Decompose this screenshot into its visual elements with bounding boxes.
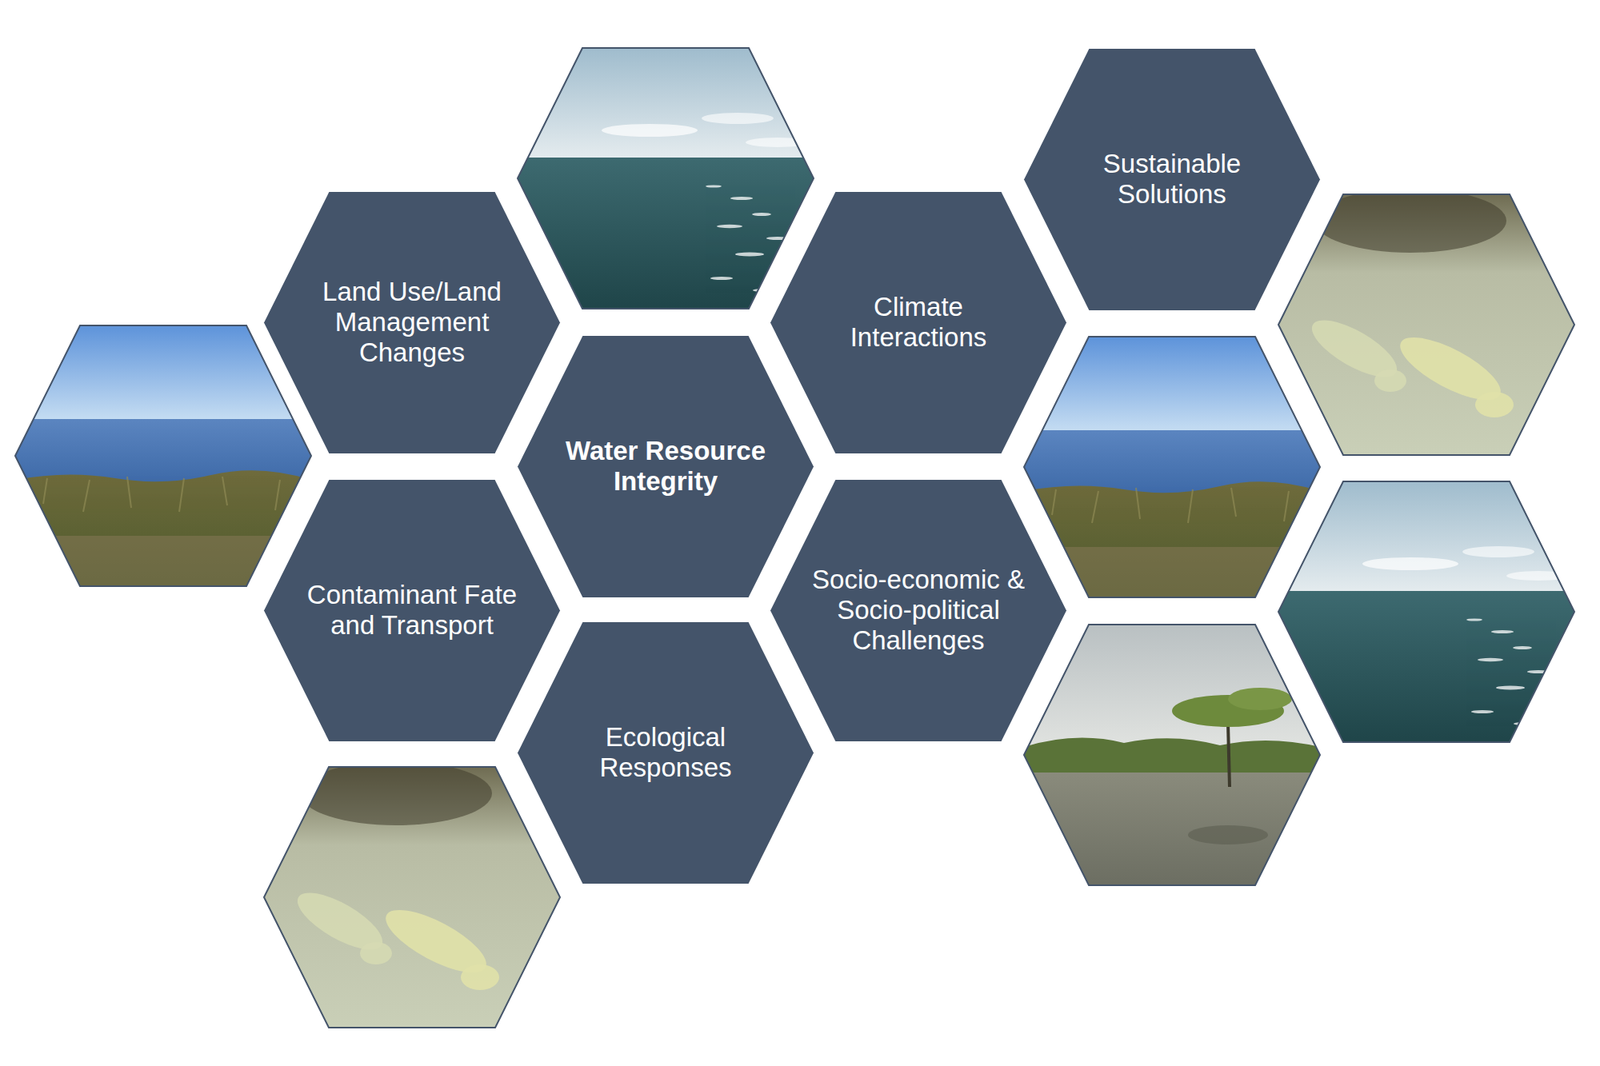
hexagon-fill <box>264 480 560 742</box>
hexagon-label-box: Socio-economic & Socio-political Challen… <box>812 564 1025 656</box>
photo-hexagon <box>517 48 814 309</box>
photo-hexagon <box>1278 188 1575 456</box>
photo-hexagon <box>264 761 560 1028</box>
topic-label: Socio-economic & Socio-political Challen… <box>812 564 1025 656</box>
photo-hexagon <box>1024 336 1320 598</box>
topic-hexagon: Water Resource Integrity <box>517 336 814 598</box>
topic-label: Climate Interactions <box>812 292 1025 353</box>
hexagon-label-box: Sustainable Solutions <box>1065 148 1279 210</box>
topic-label: Water Resource Integrity <box>559 436 772 497</box>
hexagon-fill <box>264 192 560 454</box>
hexagon-fill <box>770 192 1067 454</box>
hexagon-label-box: Land Use/Land Management Changes <box>305 276 519 368</box>
topic-label: Contaminant Fate and Transport <box>305 580 519 641</box>
topic-hexagon: Climate Interactions <box>770 192 1067 454</box>
topic-hexagon: Land Use/Land Management Changes <box>264 192 560 454</box>
hexagon-label-box: Climate Interactions <box>812 292 1025 353</box>
topic-hexagon: Contaminant Fate and Transport <box>264 480 560 742</box>
topic-hexagon: Socio-economic & Socio-political Challen… <box>770 480 1067 742</box>
topic-hexagon: Sustainable Solutions <box>1024 48 1320 311</box>
hexagon-label-box: Ecological Responses <box>559 722 772 784</box>
hexagon-label-box: Contaminant Fate and Transport <box>305 580 519 641</box>
hexagon-label-box: Water Resource Integrity <box>559 436 772 497</box>
topic-hexagon: Ecological Responses <box>517 622 814 884</box>
topic-label: Land Use/Land Management Changes <box>305 276 519 368</box>
photo-hexagon <box>15 325 312 587</box>
photo-hexagon <box>1278 481 1575 743</box>
topic-label: Ecological Responses <box>559 722 772 784</box>
photo-hexagon <box>1024 624 1320 886</box>
hexagon-fill <box>517 622 814 884</box>
hexagon-fill <box>770 480 1067 742</box>
hexagon-fill <box>517 336 814 598</box>
hexagon-fill <box>1024 48 1320 311</box>
topic-label: Sustainable Solutions <box>1065 148 1279 210</box>
